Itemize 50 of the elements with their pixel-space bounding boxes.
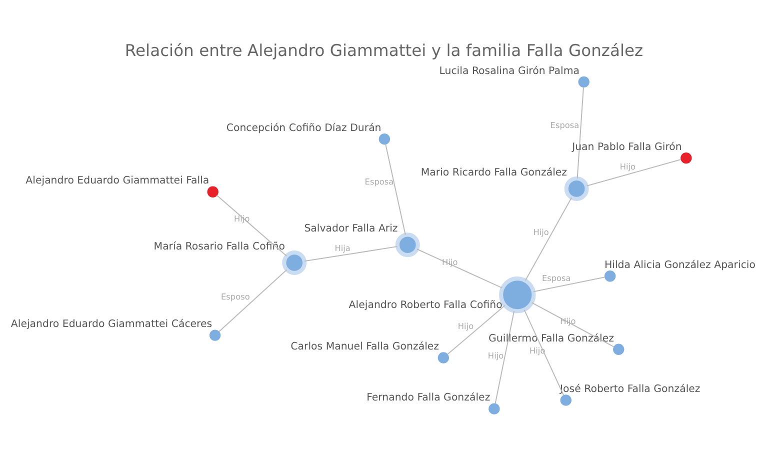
- edge-label: Esposo: [221, 292, 250, 302]
- edge-label: Hijo: [488, 350, 504, 360]
- connector: [494, 311, 515, 404]
- diagram-title: Relación entre Alejandro Giammattei y la familia Falla González: [124, 41, 644, 60]
- node-circle: [680, 152, 692, 164]
- edge-label: Hija: [334, 243, 350, 254]
- edge-label: Esposa: [550, 120, 580, 130]
- connector: [533, 276, 606, 292]
- connector: [218, 269, 288, 332]
- node-label: Salvador Falla Ariz: [304, 224, 398, 235]
- edge-label: Esposa: [364, 176, 394, 187]
- node-label: Lucila Rosalina Girón Palma: [439, 66, 580, 77]
- node-circle: [613, 344, 624, 356]
- connector: [304, 246, 398, 262]
- connector: [586, 159, 681, 186]
- node-circle: [282, 250, 307, 275]
- node-circle: [207, 186, 218, 198]
- node-label: Alejandro Eduardo Giammattei Cáceres: [10, 319, 212, 330]
- node-label: Concepción Cofiño Díaz Durán: [226, 122, 382, 134]
- connector: [532, 302, 614, 348]
- node-label: Alejandro Eduardo Giammattei Falla: [26, 176, 210, 187]
- node-label: María Rosario Falla Cofiño: [154, 242, 285, 252]
- edge-label: Esposa: [542, 273, 571, 284]
- node-circle: [578, 76, 590, 88]
- node-label: Alejandro Roberto Falla Cofiño: [348, 300, 502, 312]
- node-label: José Roberto Falla González: [560, 384, 700, 396]
- node-label: Mario Ricardo Falla González: [420, 167, 568, 178]
- connector: [524, 310, 564, 396]
- connector: [416, 248, 502, 288]
- node-label: Carlos Manuel Falla González: [290, 342, 440, 353]
- node-label: Juan Pablo Falla Girón: [572, 142, 682, 153]
- node-circle: [395, 232, 420, 258]
- node-circle: [209, 330, 221, 341]
- connector: [524, 198, 572, 281]
- node-circle: [438, 352, 450, 364]
- node-label: Hilda Alicia González Aparicio: [604, 260, 756, 271]
- connector: [216, 194, 287, 256]
- edge-label: Hijo: [620, 161, 636, 172]
- node-circle: [564, 176, 589, 201]
- node-label: Guillermo Falla González: [488, 333, 614, 344]
- edge-label: Hijo: [458, 321, 474, 332]
- node-circle: [488, 403, 500, 414]
- node-circle: [378, 133, 390, 145]
- node-circle: [604, 270, 616, 282]
- connector: [385, 144, 406, 235]
- connector: [576, 87, 584, 178]
- edge-label: Hijo: [533, 227, 549, 238]
- node-label: Fernando Falla González: [366, 392, 490, 404]
- node-circle: [560, 394, 572, 406]
- connector: [447, 305, 506, 355]
